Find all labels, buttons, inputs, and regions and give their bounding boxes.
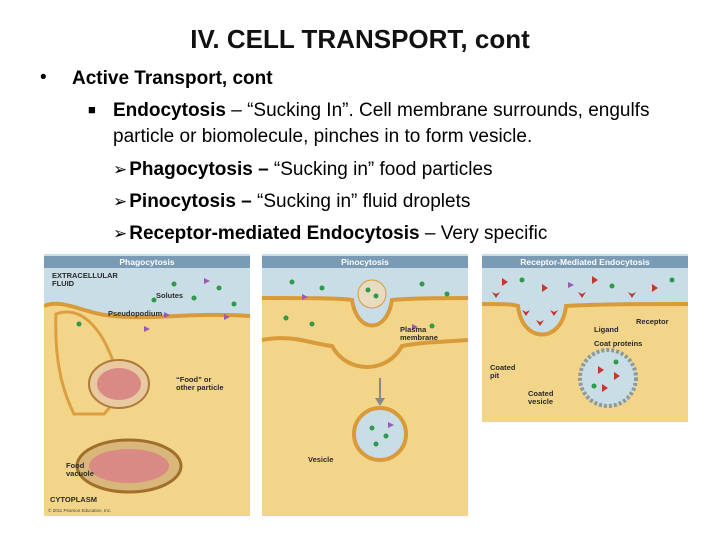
item-phagocytosis: ➢Phagocytosis – “Sucking in” food partic… — [113, 159, 493, 181]
panel-title-pinocytosis: Pinocytosis — [341, 257, 389, 267]
item-term: Receptor-mediated Endocytosis — [129, 223, 420, 244]
slide-title: IV. CELL TRANSPORT, cont — [190, 24, 530, 54]
label-coated-pit-1: Coated — [490, 363, 516, 372]
label-coated-vesicle-2: vesicle — [528, 397, 553, 406]
panel-receptor-mediated: Receptor-Mediated Endocytosis Receptor L… — [481, 254, 688, 422]
food-vacuole — [89, 449, 169, 483]
arrow-icon: ➢ — [113, 224, 128, 243]
label-food-vacuole-2: vacuole — [66, 469, 94, 478]
label-fluid: FLUID — [52, 279, 75, 288]
item-term: Pinocytosis – — [129, 191, 252, 212]
bullet-active-transport: Active Transport, cont — [72, 68, 273, 89]
item-receptor-mediated: ➢Receptor-mediated Endocytosis – Very sp… — [113, 223, 547, 245]
food-particle — [97, 368, 141, 400]
endocytosis-figure: Phagocytosis EXTRACELLULAR FLUID Solutes… — [44, 254, 688, 516]
endocytosis-line1: Endocytosis – “Sucking In”. Cell membran… — [113, 100, 649, 122]
coated-vesicle — [578, 348, 638, 408]
label-coated-pit-2: pit — [490, 371, 500, 380]
label-cytoplasm: CYTOPLASM — [50, 495, 97, 504]
item-term: Phagocytosis – — [129, 159, 269, 180]
label-pseudopodium: Pseudopodium — [108, 309, 162, 318]
label-solutes: Solutes — [156, 291, 183, 300]
copyright: © 2011 Pearson Education, Inc. — [48, 507, 111, 513]
panel-title-phagocytosis: Phagocytosis — [119, 257, 175, 267]
endocytosis-term: Endocytosis — [113, 100, 226, 121]
label-receptor: Receptor — [636, 317, 669, 326]
label-coat-proteins: Coat proteins — [594, 339, 642, 348]
label-coated-vesicle-1: Coated — [528, 389, 554, 398]
label-membrane: membrane — [400, 333, 438, 342]
endocytosis-desc: – “Sucking In”. Cell membrane surrounds,… — [225, 100, 650, 121]
panel-pinocytosis: Pinocytosis Plasma membrane Vesicle — [261, 254, 469, 516]
arrow-icon: ➢ — [113, 192, 128, 211]
label-vesicle: Vesicle — [308, 455, 333, 464]
label-extracellular: EXTRACELLULAR — [52, 271, 118, 280]
label-ligand: Ligand — [594, 325, 619, 334]
arrow-icon: ➢ — [113, 160, 128, 179]
label-food: “Food” or — [176, 375, 211, 384]
item-desc: – Very specific — [419, 223, 548, 244]
label-food-vacuole-1: Food — [66, 461, 85, 470]
item-desc: “Sucking in” fluid droplets — [251, 191, 471, 212]
bullet-dot: • — [40, 67, 47, 88]
item-desc: “Sucking in” food particles — [268, 159, 493, 180]
pinocytosis-vesicle — [352, 406, 408, 462]
square-bullet: ■ — [88, 102, 96, 117]
label-plasma: Plasma — [400, 325, 427, 334]
item-pinocytosis: ➢Pinocytosis – “Sucking in” fluid drople… — [113, 191, 470, 213]
panel-title-receptor-mediated: Receptor-Mediated Endocytosis — [520, 257, 650, 267]
label-other-particle: other particle — [176, 383, 224, 392]
endocytosis-line2: particle or biomolecule, pinches in to f… — [113, 126, 533, 147]
panel-phagocytosis: Phagocytosis EXTRACELLULAR FLUID Solutes… — [44, 254, 251, 516]
